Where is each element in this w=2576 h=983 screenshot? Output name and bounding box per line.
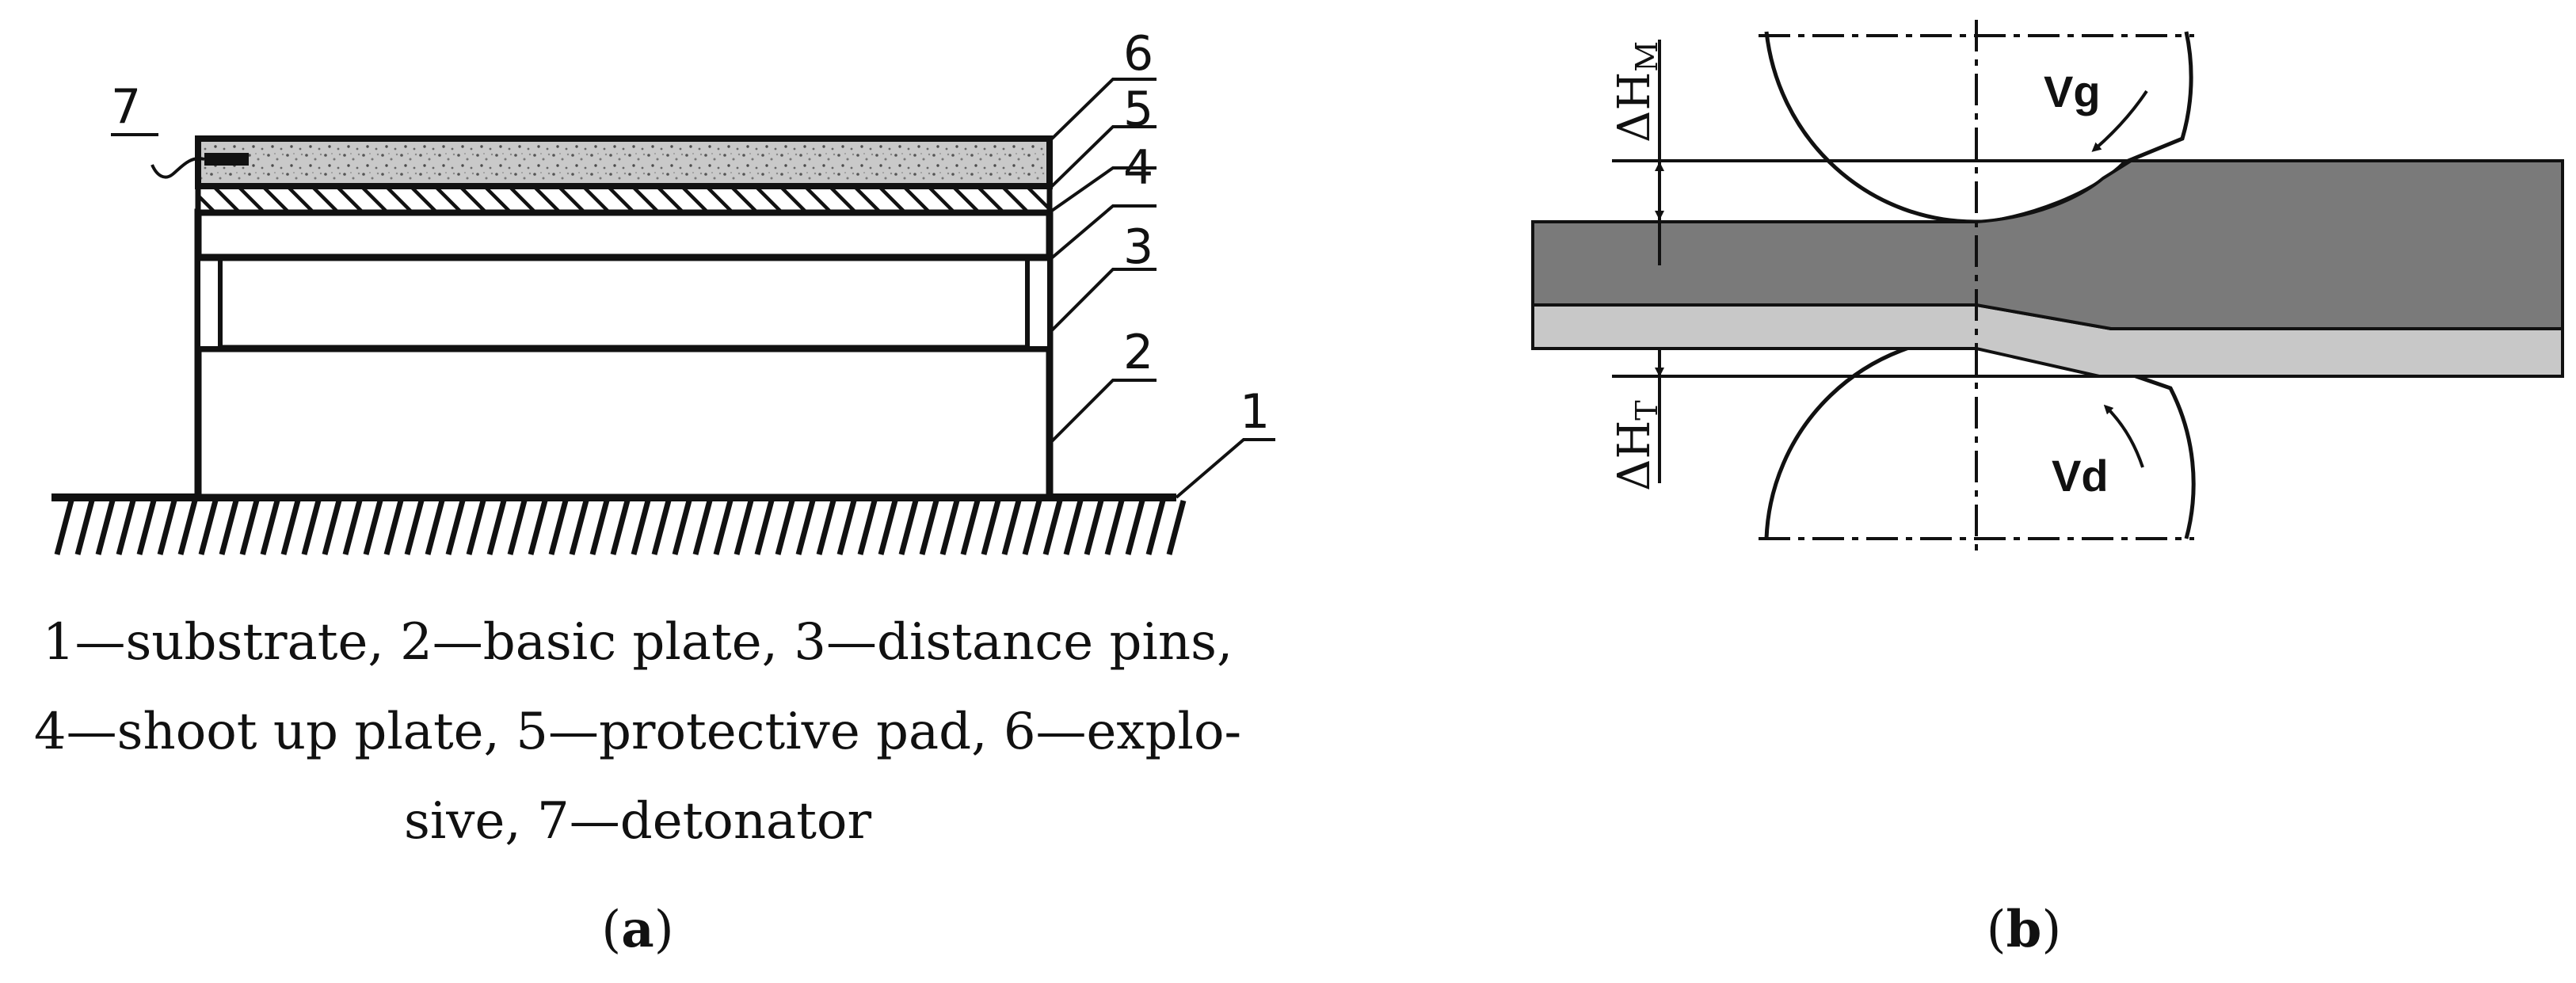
gap-region (194, 253, 1054, 352)
caption-line-2: 4—shoot up plate, 5—protective pad, 6—ex… (34, 703, 1241, 761)
ground-hatch-stroke (1104, 500, 1125, 555)
callout-1: 1 (1240, 384, 1270, 440)
ground-hatch-stroke (1145, 500, 1166, 555)
substrate-ground (51, 493, 1187, 555)
ground-hatch-stroke (548, 500, 569, 555)
ground-hatch-stroke (631, 500, 651, 555)
ground-hatch-stroke (383, 500, 404, 555)
explosive-layer (195, 135, 1053, 189)
panel-label-b: (b) (1987, 900, 2062, 959)
center-lines (1759, 20, 2194, 554)
ground-hatch-stroke (939, 500, 960, 555)
ground-hatch-stroke (342, 500, 363, 555)
ground-hatch-stroke (177, 500, 198, 555)
ground-hatch-stroke (610, 500, 631, 555)
basic-plate (194, 345, 1054, 501)
callout-2: 2 (1123, 325, 1153, 380)
ground-hatch-stroke (1001, 500, 1022, 555)
ground-hatch-stroke (54, 500, 74, 555)
ground-hatch-stroke (1042, 500, 1063, 555)
ground-hatch-stroke (507, 500, 528, 555)
ground-hatch-stroke (280, 500, 301, 555)
ground-hatch-stroke (136, 500, 157, 555)
vg-label: Vg (2044, 67, 2101, 116)
ground-hatch-stroke (754, 500, 775, 555)
ground-hatch-stroke (981, 500, 1001, 555)
ground-hatch-stroke (198, 500, 219, 555)
ground-hatch-stroke (363, 500, 383, 555)
panel-b-diagram: ΔHM ΔHT Vg Vd (b) (1531, 20, 2564, 959)
ground-hatch-stroke (734, 500, 754, 555)
ground-hatch-stroke (569, 500, 589, 555)
ground-hatch-stroke (157, 500, 177, 555)
ground-hatch-stroke (898, 500, 919, 555)
callout-6: 6 (1123, 26, 1153, 82)
callout-7: 7 (111, 79, 141, 135)
ground-hatch-stroke (219, 500, 239, 555)
ground-hatch-stroke (836, 500, 857, 555)
ground-hatch-stroke (1084, 500, 1104, 555)
dimension-lines (1612, 40, 2131, 483)
panel-a-diagram: 1 2 3 4 5 6 7 1—substrate, 2—basic plate… (34, 26, 1275, 959)
strip-base-layer (1531, 159, 2564, 330)
ground-hatch-stroke (713, 500, 734, 555)
ground-hatch-stroke (795, 500, 816, 555)
ground-hatch-stroke (404, 500, 425, 555)
ground-hatch-stroke (301, 500, 322, 555)
ground-hatch-stroke (1125, 500, 1145, 555)
protective-pad (195, 183, 1053, 215)
ground-hatch-stroke (486, 500, 507, 555)
ground-hatch-stroke (878, 500, 898, 555)
callout-5: 5 (1123, 82, 1153, 137)
vg-rotation-arrow (2091, 90, 2148, 152)
ground-hatch-stroke (589, 500, 610, 555)
ground-hatch-stroke (528, 500, 548, 555)
caption-line-1: 1—substrate, 2—basic plate, 3—distance p… (43, 613, 1233, 672)
ground-hatch-stroke (260, 500, 280, 555)
ground-hatch-stroke (672, 500, 692, 555)
ground-hatch-stroke (919, 500, 939, 555)
panel-label-a: (a) (601, 900, 673, 959)
ground-hatch-stroke (95, 500, 116, 555)
ground-hatch-stroke (960, 500, 981, 555)
detonator-wire (151, 157, 205, 179)
ground-hatch-stroke (775, 500, 795, 555)
leader-lines (111, 78, 1275, 499)
ground-hatch-stroke (116, 500, 136, 555)
vd-label: Vd (2052, 451, 2109, 501)
ground-hatch-stroke (466, 500, 486, 555)
ground-hatch-stroke (239, 500, 260, 555)
ground-hatch-stroke (816, 500, 836, 555)
ground-hatch-stroke (74, 500, 95, 555)
ground-hatch-stroke (692, 500, 713, 555)
ground-hatch-stroke (651, 500, 672, 555)
ground-hatch-stroke (445, 500, 466, 555)
detonator (204, 153, 249, 166)
shoot-up-plate (194, 208, 1054, 261)
ground-hatch-stroke (425, 500, 445, 555)
distance-pin-left (196, 255, 223, 351)
ground-hatch-stroke (1166, 500, 1187, 555)
ground-hatch-stroke (1022, 500, 1042, 555)
caption-line-3: sive, 7—detonator (404, 792, 871, 851)
delta-ht-label: ΔHT (1609, 400, 1664, 491)
callout-3: 3 (1123, 219, 1153, 275)
ground-hatch-stroke (322, 500, 342, 555)
delta-hm-label: ΔHM (1609, 41, 1664, 143)
callout-4: 4 (1123, 140, 1153, 196)
ground-hatch-stroke (1063, 500, 1084, 555)
vd-rotation-arrow (2103, 404, 2144, 468)
ground-hatch-stroke (857, 500, 878, 555)
distance-pin-right (1025, 255, 1052, 351)
